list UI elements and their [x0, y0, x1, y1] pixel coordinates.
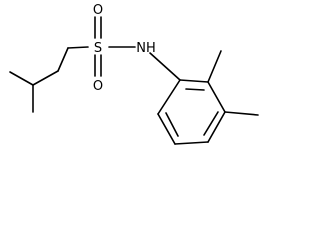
- structure-diagram: O S O NH: [9, 3, 259, 145]
- ring-bond-5: [157, 113, 176, 145]
- ring-inner-bond-a: [185, 88, 205, 91]
- ring-bond-4: [174, 141, 209, 145]
- bond-ch2-to-sulfur: [67, 46, 89, 49]
- bond-ch2-to-ch2: [57, 47, 69, 72]
- sulfur-label: S: [94, 41, 102, 56]
- bond-ring-to-methyl-1: [207, 50, 222, 83]
- oxygen-top-label: O: [93, 3, 103, 18]
- nh-label: NH: [136, 41, 156, 56]
- molecule-drawing: O S O NH: [9, 3, 259, 145]
- ring-bond-6: [157, 79, 181, 115]
- ring-bond-3: [207, 111, 226, 143]
- ring-inner-bond-c: [165, 112, 179, 137]
- oxygen-bottom-label: O: [93, 79, 103, 94]
- ring-bond-1: [179, 79, 209, 83]
- ring-bond-2: [207, 81, 226, 113]
- bond-ring-to-methyl-2: [224, 111, 259, 116]
- ring-inner-bond-b: [203, 111, 219, 136]
- bond-ch-to-ch2: [32, 70, 59, 86]
- bond-methyl-a-to-ch: [9, 71, 34, 86]
- bond-nitrogen-to-ring: [149, 52, 181, 81]
